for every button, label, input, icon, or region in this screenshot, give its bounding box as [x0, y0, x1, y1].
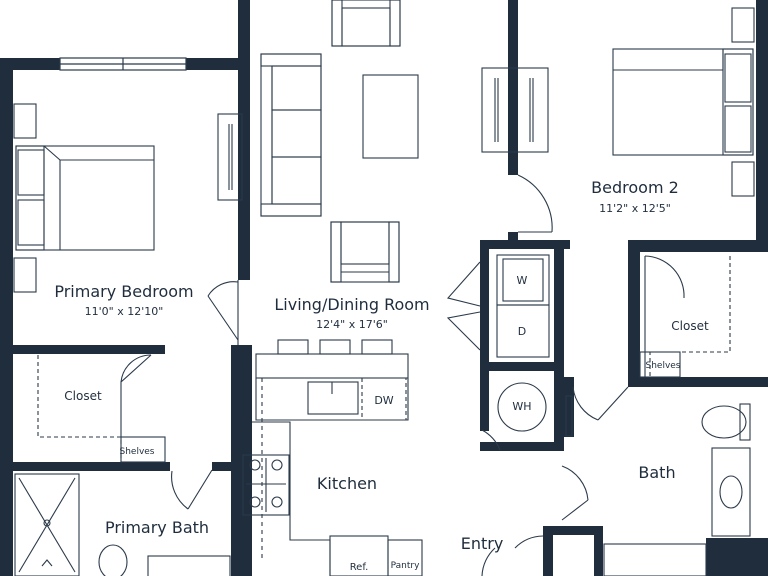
sofa — [260, 53, 322, 217]
refrigerator-label: Ref. — [349, 562, 369, 573]
armchair-top — [331, 0, 401, 47]
armchair-bottom — [330, 221, 400, 283]
kitchen-island — [255, 339, 409, 421]
dryer-label: D — [517, 325, 527, 338]
room-name-closet-primary: Closet — [64, 389, 102, 403]
pantry-label: Pantry — [390, 561, 420, 571]
door-bath — [561, 386, 629, 521]
media-cabinet — [481, 67, 549, 153]
room-name-entry: Entry — [460, 534, 504, 553]
kitchen-counters — [242, 378, 423, 576]
water-heater-shape — [497, 382, 547, 432]
shelves-primary-label: Shelves — [119, 447, 155, 457]
room-name-primary-bedroom: Primary Bedroom — [54, 282, 194, 301]
window-primary-bedroom — [59, 57, 187, 71]
bed-bedroom2 — [612, 7, 755, 197]
room-name-kitchen: Kitchen — [316, 474, 378, 493]
vanity-primary — [147, 555, 231, 576]
bed-primary — [13, 103, 155, 293]
water-heater-label: WH — [512, 400, 532, 413]
door-primary-bedroom — [207, 280, 239, 345]
door-bedroom2 — [517, 174, 553, 233]
closet-primary-outline — [37, 354, 166, 463]
door-laundry — [481, 429, 501, 451]
room-name-closet-bedroom2: Closet — [671, 319, 709, 333]
washer-label: W — [516, 274, 528, 287]
door-primary-bath — [171, 469, 213, 510]
room-dims-living-dining: 12'4" x 17'6" — [316, 318, 388, 331]
room-name-living-dining: Living/Dining Room — [274, 295, 430, 314]
toilet-primary — [98, 544, 128, 576]
coffee-table — [362, 74, 419, 159]
dresser-primary — [217, 113, 243, 201]
laundry — [446, 254, 550, 358]
room-name-primary-bath: Primary Bath — [104, 518, 210, 537]
dishwasher-label: DW — [374, 394, 394, 407]
bath-fixtures — [565, 395, 751, 576]
room-name-bedroom-2: Bedroom 2 — [591, 178, 679, 197]
room-name-bath: Bath — [638, 463, 676, 482]
shelves-bedroom2-label: Shelves — [645, 361, 681, 371]
closet-bedroom2-outline — [639, 255, 731, 378]
room-dims-primary-bedroom: 11'0" x 12'10" — [84, 305, 164, 318]
shower-primary — [14, 473, 80, 576]
room-dims-bedroom-2: 11'2" x 12'5" — [599, 202, 671, 215]
door-entry — [481, 535, 544, 576]
